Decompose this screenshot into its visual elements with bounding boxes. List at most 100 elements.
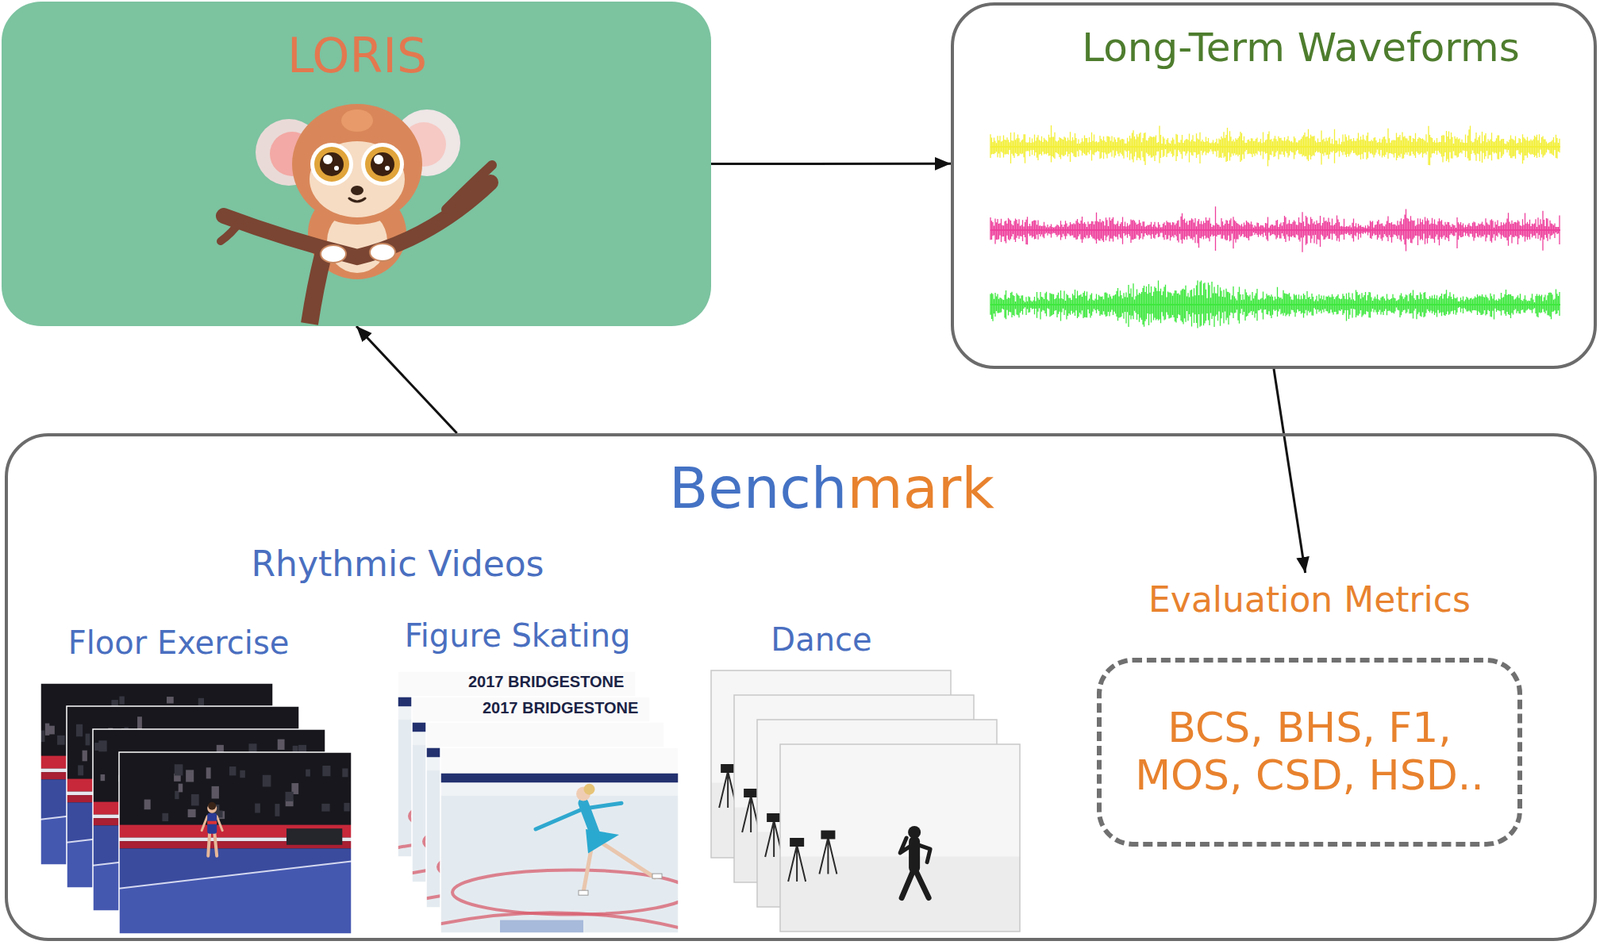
spectator	[274, 803, 280, 817]
spectator	[77, 765, 84, 776]
box-heading: Evaluation Metrics	[1148, 579, 1471, 622]
banner-band	[440, 773, 679, 784]
banner	[440, 747, 679, 774]
spectator	[40, 730, 45, 743]
spectator	[188, 809, 197, 818]
waveform-axis	[990, 303, 1561, 306]
box-title: Long-Term Waveforms	[1081, 23, 1520, 72]
waveform	[990, 125, 1560, 166]
gymnast-legs	[207, 832, 217, 857]
waveform-axis	[990, 229, 1561, 231]
eye-glint	[334, 165, 339, 171]
spectator	[98, 740, 107, 752]
spectator	[161, 813, 169, 822]
model-box: LORIS	[1, 1, 712, 327]
model-name: LORIS	[287, 26, 427, 85]
video-frame	[780, 744, 1020, 932]
metrics-box: BCS, BHS, F1, MOS, CSD, HSD.. Evaluation …	[1096, 573, 1523, 847]
spectator	[174, 764, 184, 776]
arrow-connector	[1273, 369, 1306, 574]
floor-shade	[119, 861, 352, 935]
monkey-tuft	[341, 109, 374, 132]
camera	[766, 813, 781, 823]
video-frame	[440, 747, 691, 939]
monkey-nose	[350, 185, 364, 196]
waveform	[990, 206, 1560, 253]
arena-back	[119, 752, 352, 935]
frame-edge	[440, 747, 679, 934]
leotard-stripe	[207, 821, 217, 825]
monkey-eye	[310, 142, 354, 186]
spectator	[343, 803, 350, 812]
banner	[397, 671, 636, 698]
skater-skirt	[585, 829, 620, 854]
banner-text: 2017 BRIDGESTONE	[480, 698, 640, 718]
spectator	[185, 769, 194, 782]
illustration	[711, 615, 1026, 934]
monkey-mouth	[349, 198, 366, 202]
illustration	[40, 619, 355, 934]
monkey-paw	[320, 245, 347, 263]
spectator	[85, 734, 91, 747]
spectator	[298, 745, 307, 753]
dancer-head	[907, 826, 921, 839]
metric-list: BCS, BHS, F1, MOS, CSD, HSD..	[1117, 704, 1502, 800]
spectator	[248, 743, 257, 753]
arrow-connector	[356, 326, 458, 434]
spectator	[198, 698, 204, 706]
text-holder: Benchmark	[669, 453, 995, 523]
video-stack: Figure Skating	[397, 612, 684, 934]
spectator	[45, 723, 50, 736]
spectator	[76, 724, 83, 737]
spectator	[305, 769, 311, 777]
spectator	[119, 696, 124, 705]
text-holder: Dance	[770, 620, 872, 659]
skater-arms	[535, 803, 622, 830]
camera	[743, 788, 758, 798]
text-holder: LORIS	[287, 26, 427, 85]
tripod-legs	[819, 838, 837, 875]
monkey-paw	[369, 243, 396, 262]
camera	[789, 838, 804, 847]
eye-glint	[384, 165, 390, 171]
eye-glint	[373, 154, 384, 165]
video-caption: Figure Skating	[404, 616, 631, 655]
text-holder: Floor Exercise	[68, 623, 290, 662]
ice-marking	[452, 869, 679, 915]
text-holder: Long-Term Waveforms	[1081, 23, 1520, 72]
dashed-frame: BCS, BHS, F1, MOS, CSD, HSD..	[1096, 657, 1523, 847]
banner-text: 2017 BRIDGESTONE	[466, 672, 626, 692]
video-caption: Floor Exercise	[68, 623, 290, 662]
text-holder: Evaluation Metrics	[1148, 579, 1471, 622]
spectator	[166, 696, 174, 704]
studio-floor	[780, 857, 1020, 932]
frame-scene	[119, 752, 352, 935]
rink-boards	[440, 782, 679, 796]
skater-hair	[584, 784, 596, 796]
spectator	[322, 765, 331, 777]
text-holder: Figure Skating	[404, 616, 631, 655]
monkey-iris	[365, 146, 400, 182]
spectator	[191, 794, 200, 806]
spectator	[321, 803, 330, 812]
branch	[223, 182, 491, 258]
frame-scene	[780, 744, 1020, 932]
camera	[720, 764, 735, 774]
spectator	[144, 800, 151, 811]
video-stack: Floor Exercise	[40, 619, 355, 934]
monkey-eye	[361, 142, 404, 186]
monkey-pupil	[370, 152, 395, 177]
spectator	[206, 767, 212, 779]
spectator	[342, 768, 348, 777]
monkey-illustration	[220, 103, 493, 324]
video-stack: Dance	[711, 615, 1026, 934]
spectator	[211, 786, 220, 800]
studio-wall	[780, 744, 1020, 932]
section-heading: Rhythmic Videos	[250, 543, 544, 586]
output-box: Long-Term Waveforms	[950, 2, 1597, 370]
branch-twig	[220, 222, 240, 242]
spectator	[262, 775, 272, 788]
spectator	[178, 784, 184, 793]
monkey-pupil	[319, 152, 344, 177]
